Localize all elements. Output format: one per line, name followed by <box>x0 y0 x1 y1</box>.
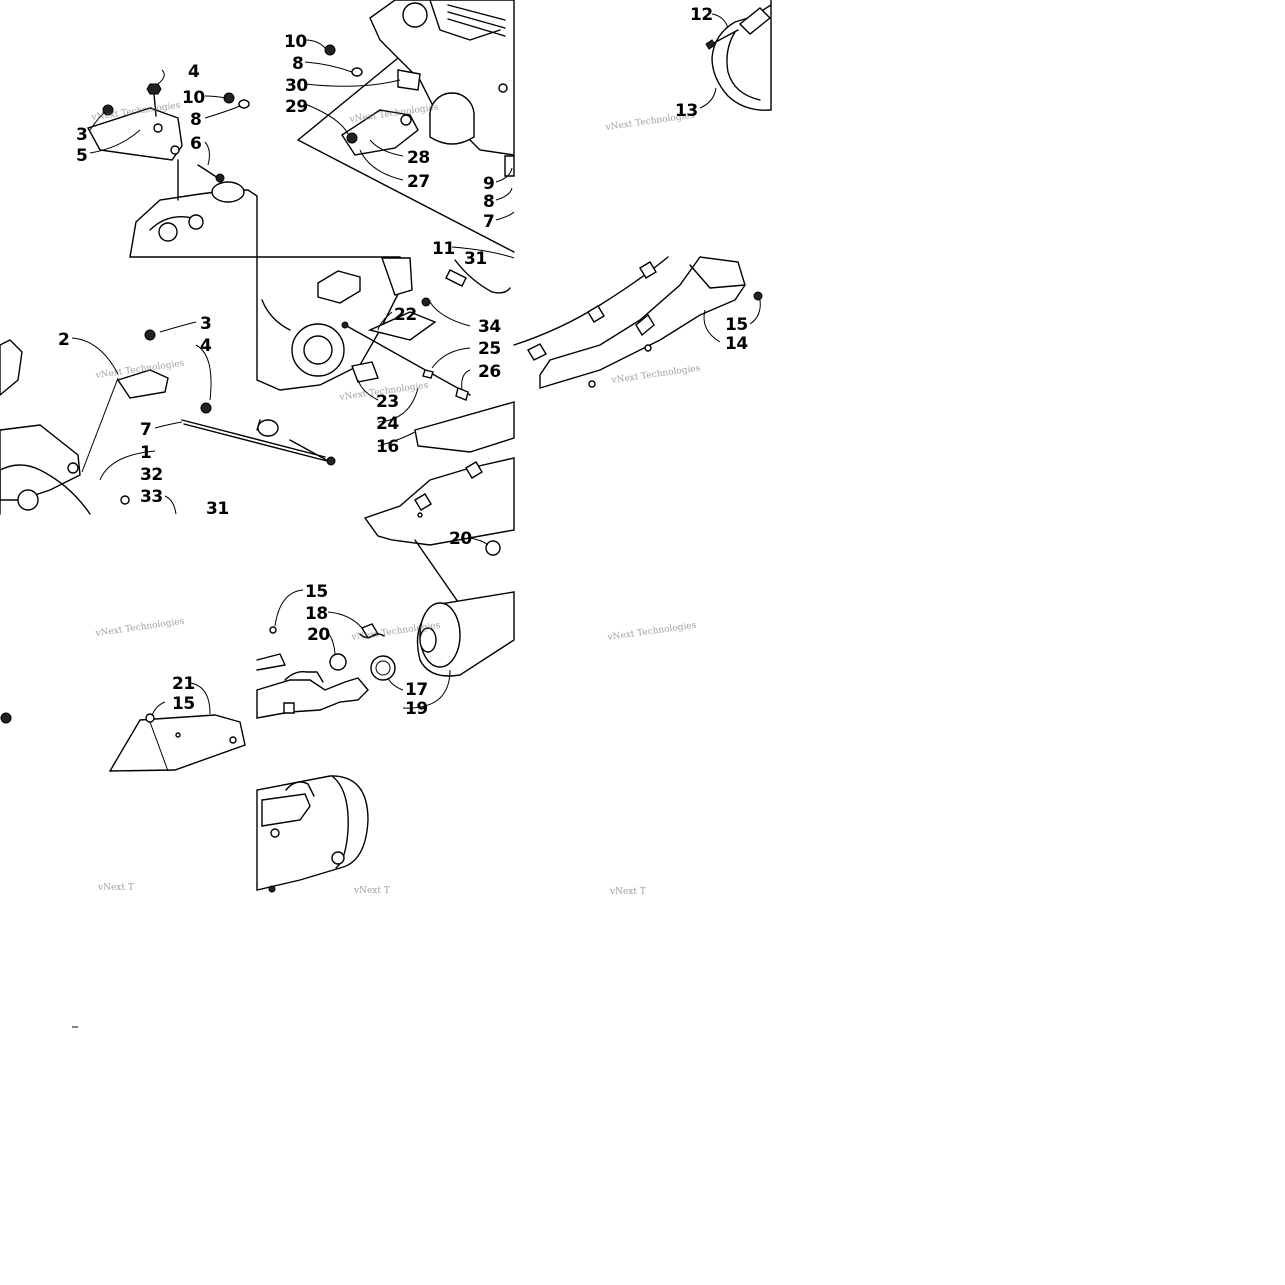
watermark-text-partial: vNext T <box>353 886 390 896</box>
callout-21: 21 <box>172 674 195 694</box>
callout-3: 3 <box>200 314 211 334</box>
callout-8: 8 <box>483 192 494 212</box>
callout-27: 27 <box>407 172 430 192</box>
callout-11: 11 <box>432 239 455 259</box>
callout-28: 28 <box>407 148 430 168</box>
callout-8: 8 <box>292 54 303 74</box>
callout-2: 2 <box>58 330 69 350</box>
callout-20: 20 <box>449 529 472 549</box>
callout-26: 26 <box>478 362 501 382</box>
callout-15: 15 <box>305 582 328 602</box>
callout-15: 15 <box>172 694 195 714</box>
callout-33: 33 <box>140 487 163 507</box>
watermark-text: vNext Technologies <box>94 617 185 640</box>
callout-8: 8 <box>190 110 201 130</box>
callout-25: 25 <box>478 339 501 359</box>
callout-6: 6 <box>190 134 201 154</box>
callout-31: 31 <box>206 499 229 519</box>
callout-5: 5 <box>76 146 87 166</box>
callout-10: 10 <box>182 88 205 108</box>
tile-engine-mount: vNext Technologies <box>297 0 515 253</box>
callout-18: 18 <box>305 604 328 624</box>
callout-15: 15 <box>725 315 748 335</box>
watermark-text: vNext Technologies <box>606 621 697 644</box>
callout-20: 20 <box>307 625 330 645</box>
callout-4: 4 <box>200 336 212 356</box>
callout-10: 10 <box>284 32 307 52</box>
callout-31: 31 <box>464 249 487 269</box>
callout-14: 14 <box>725 334 748 354</box>
tile-engine-mount-bolt: vNext Technologies <box>0 321 328 515</box>
callout-17: 17 <box>405 680 428 700</box>
callout-34: 34 <box>478 317 501 337</box>
callout-19: 19 <box>405 699 428 719</box>
callout-12: 12 <box>690 5 713 25</box>
tile-starter-motor: vNext Technologies <box>256 246 515 466</box>
callout-4: 4 <box>188 62 200 82</box>
tile-lower-shield: vNext Technologies <box>0 617 246 772</box>
watermark-text-partial: vNext T <box>609 887 646 897</box>
callout-9: 9 <box>483 174 494 194</box>
tile-blank-right: vNext Technologies <box>606 621 697 644</box>
tile-engine-bracket: vNext Technologies <box>86 69 258 258</box>
tile-muffler-outlet: vNext T <box>256 775 390 896</box>
callout-22: 22 <box>394 305 417 325</box>
callout-32: 32 <box>140 465 163 485</box>
callout-7: 7 <box>140 420 151 440</box>
tile-muffler-inlet: vNext Technologies <box>256 457 515 719</box>
callout-29: 29 <box>285 97 308 117</box>
watermark-text-partial: vNext T <box>97 883 134 893</box>
callout-13: 13 <box>675 101 698 121</box>
callout-16: 16 <box>376 437 399 457</box>
callout-24: 24 <box>376 414 399 434</box>
callout-23: 23 <box>376 392 399 412</box>
callout-1: 1 <box>140 443 151 463</box>
callout-labels: 4 10 8 6 3 5 10 8 30 29 28 27 9 8 7 12 1… <box>58 5 749 719</box>
callout-30: 30 <box>285 76 308 96</box>
callout-3: 3 <box>76 125 87 145</box>
callout-7: 7 <box>483 212 494 232</box>
watermark-text: vNext Technologies <box>610 364 701 387</box>
